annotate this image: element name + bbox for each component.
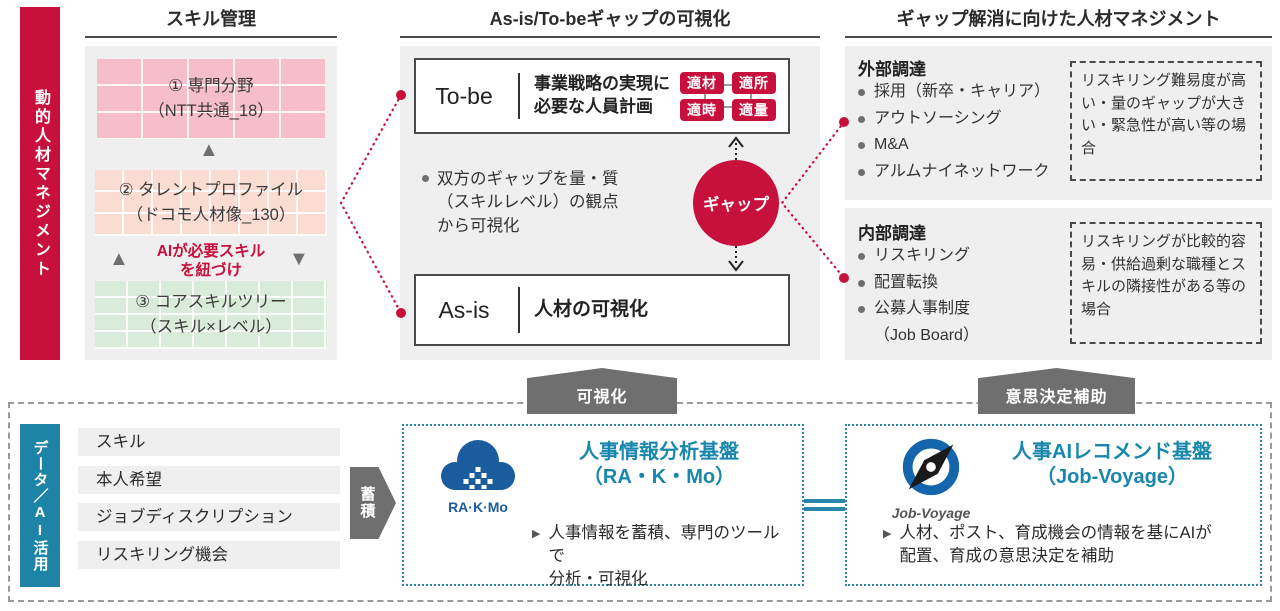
jobvoyage-title-line2: （Job-Voyage） [1036, 466, 1188, 488]
internal-procurement-heading: 内部調達 [858, 224, 926, 243]
gap-circle: ギャップ [693, 160, 779, 246]
list-item: M&A [858, 132, 1050, 159]
list-item: 採用（新卒・キャリア） [858, 79, 1050, 106]
gap-note-line3: から可視化 [437, 216, 520, 235]
jobvoyage-desc-text: 人材、ポスト、育成機会の情報を基にAIが 配置、育成の意思決定を補助 [899, 522, 1211, 568]
down-arrow-icon: ▼ [289, 248, 309, 270]
skill-management-header: スキル管理 [85, 6, 337, 38]
gap-note: 双方のギャップを量・質 （スキルレベル）の観点 から可視化 [422, 168, 672, 238]
rakmo-desc-line1: 人事情報を蓄積、専門のツールで [548, 524, 780, 566]
specialty-field-line2: （NTT共通_18） [148, 102, 274, 120]
external-procurement-note: リスキリング難易度が高い・量のギャップが大きい・緊急性が高い等の場合 [1070, 61, 1262, 181]
core-skill-tree-line1: ③ コアスキルツリー [135, 293, 287, 312]
skill-management-panel: ① 専門分野 （NTT共通_18） ▲ ② タレントプロファイル （ドコモ人材像… [85, 46, 337, 360]
list-item: アウトソーシング [858, 106, 1050, 133]
jobvoyage-platform-box: Job-Voyage 人事AIレコメンド基盤 （Job-Voyage） ▶ 人材… [845, 424, 1262, 586]
data-item-preference: 本人希望 [78, 466, 340, 494]
rakmo-platform-box: RA·K·Mo 人事情報分析基盤 （RA・K・Mo） ▶ 人事情報を蓄積、専門の… [402, 424, 804, 588]
decision-support-flow-arrow: 意思決定補助 [978, 368, 1135, 414]
data-ai-bar: データ／AI活用 [20, 424, 60, 587]
jobvoyage-logo-text: Job-Voyage [891, 505, 971, 521]
core-skill-tree-line2: （スキル×レベル） [140, 318, 282, 336]
tobe-desc-line1: 事業戦略の実現に [534, 74, 670, 94]
rakmo-cloud-icon [441, 440, 515, 490]
gap-circle-label: ギャップ [703, 196, 769, 214]
asis-desc: 人材の可視化 [534, 299, 649, 321]
talent-profile-box: ② タレントプロファイル （ドコモ人材像_130） [95, 170, 327, 236]
visualization-flow-arrow: 可視化 [527, 368, 677, 414]
external-procurement-heading: 外部調達 [858, 60, 926, 79]
gap-note-line2: （スキルレベル）の観点 [437, 193, 619, 212]
rakmo-desc-text: 人事情報を蓄積、専門のツールで 分析・可視化 [548, 522, 794, 591]
rakmo-title: 人事情報分析基盤 （RA・K・Mo） [534, 440, 784, 490]
up-arrow-icon: ▲ [199, 139, 219, 161]
rakmo-desc-line2: 分析・可視化 [548, 570, 648, 589]
gap-visualization-header: As-is/To-beギャップの可視化 [400, 6, 820, 38]
list-item: 公募人事制度 [858, 296, 979, 323]
triangle-bullet-icon: ▶ [532, 528, 541, 540]
gap-note-text: 双方のギャップを量・質 （スキルレベル）の観点 から可視化 [437, 168, 619, 238]
jobvoyage-desc: ▶ 人材、ポスト、育成機会の情報を基にAIが 配置、育成の意思決定を補助 [883, 522, 1243, 568]
tobe-box: To-be 事業戦略の実現に 必要な人員計画 適材 適所 適時 適量 [414, 58, 790, 134]
tobe-desc: 事業戦略の実現に 必要な人員計画 [534, 73, 670, 119]
jobvoyage-desc-line2: 配置、育成の意思決定を補助 [899, 547, 1114, 566]
accumulate-label: 蓄積 [358, 486, 376, 520]
list-item: アルムナイネットワーク [858, 159, 1050, 186]
data-ai-label: データ／AI活用 [31, 439, 49, 572]
badge-right-place: 適所 [732, 71, 776, 94]
badge-right-time: 適時 [680, 98, 724, 121]
fit-badges: 適材 適所 適時 適量 [680, 71, 776, 121]
tobe-desc-line2: 必要な人員計画 [534, 97, 653, 116]
up-arrow-icon: ▲ [109, 248, 129, 270]
jobvoyage-desc-line1: 人材、ポスト、育成機会の情報を基にAIが [899, 524, 1212, 542]
triangle-bullet-icon: ▶ [883, 528, 892, 540]
internal-procurement-list: リスキリング 配置転換 公募人事制度 （Job Board） [858, 243, 979, 349]
list-item: （Job Board） [874, 326, 979, 344]
talent-profile-line1: ② タレントプロファイル [118, 181, 304, 200]
specialty-field-line1: ① 専門分野 [168, 77, 254, 96]
dynamic-hr-management-label: 動的人材マネジメント [32, 88, 49, 279]
jobvoyage-title: 人事AIレコメンド基盤 （Job-Voyage） [987, 440, 1237, 490]
bullet-dot-icon [422, 175, 429, 182]
left-dotted-connector [339, 93, 403, 315]
data-item-job-description: ジョブディスクリプション [78, 503, 340, 531]
divider [518, 287, 520, 333]
jobvoyage-compass-icon [902, 438, 960, 496]
asis-label: As-is [438, 296, 490, 323]
dynamic-hr-management-bar: 動的人材マネジメント [20, 7, 60, 360]
list-item: リスキリング [858, 243, 979, 270]
asis-box: As-is 人材の可視化 [414, 274, 790, 346]
external-procurement-list: 採用（新卒・キャリア） アウトソーシング M&A アルムナイネットワーク [858, 79, 1050, 185]
tobe-label: To-be [435, 82, 493, 109]
ai-link-line2: を紐づけ [179, 262, 242, 280]
gap-visualization-panel: To-be 事業戦略の実現に 必要な人員計画 適材 適所 適時 適量 双方のギャ… [400, 46, 820, 360]
internal-procurement-note: リスキリングが比較的容易・供給過剰な職種とスキルの隣接性がある等の場合 [1070, 222, 1262, 344]
rakmo-logo: RA·K·Mo [430, 436, 526, 515]
data-item-reskilling: リスキリング機会 [78, 541, 340, 569]
rakmo-desc: ▶ 人事情報を蓄積、専門のツールで 分析・可視化 [532, 522, 794, 591]
jobvoyage-logo: Job-Voyage [881, 434, 981, 521]
platform-connector [804, 499, 845, 511]
divider [518, 73, 520, 119]
rakmo-title-line2: （RA・K・Mo） [582, 466, 736, 488]
badge-right-talent: 適材 [680, 71, 724, 94]
rakmo-logo-text: RA·K·Mo [448, 499, 508, 515]
rakmo-title-line1: 人事情報分析基盤 [579, 441, 739, 463]
ai-link-note: AIが必要スキル を紐づけ [133, 242, 289, 281]
list-item: 配置転換 [858, 270, 979, 297]
core-skill-tree-box: ③ コアスキルツリー （スキル×レベル） [95, 281, 327, 349]
specialty-field-box: ① 専門分野 （NTT共通_18） [97, 59, 325, 139]
gap-note-line1: 双方のギャップを量・質 [437, 170, 619, 188]
internal-procurement-panel: 内部調達 リスキリング 配置転換 公募人事制度 （Job Board） リスキリ… [845, 208, 1272, 360]
external-procurement-panel: 外部調達 採用（新卒・キャリア） アウトソーシング M&A アルムナイネットワー… [845, 46, 1272, 200]
badge-right-amount: 適量 [732, 98, 776, 121]
jobvoyage-title-line1: 人事AIレコメンド基盤 [1012, 441, 1212, 463]
gap-resolution-header: ギャップ解消に向けた人材マネジメント [845, 6, 1272, 38]
ai-link-line1: AIが必要スキル [156, 243, 266, 260]
data-item-skill: スキル [78, 428, 340, 456]
talent-profile-line2: （ドコモ人材像_130） [126, 206, 296, 224]
